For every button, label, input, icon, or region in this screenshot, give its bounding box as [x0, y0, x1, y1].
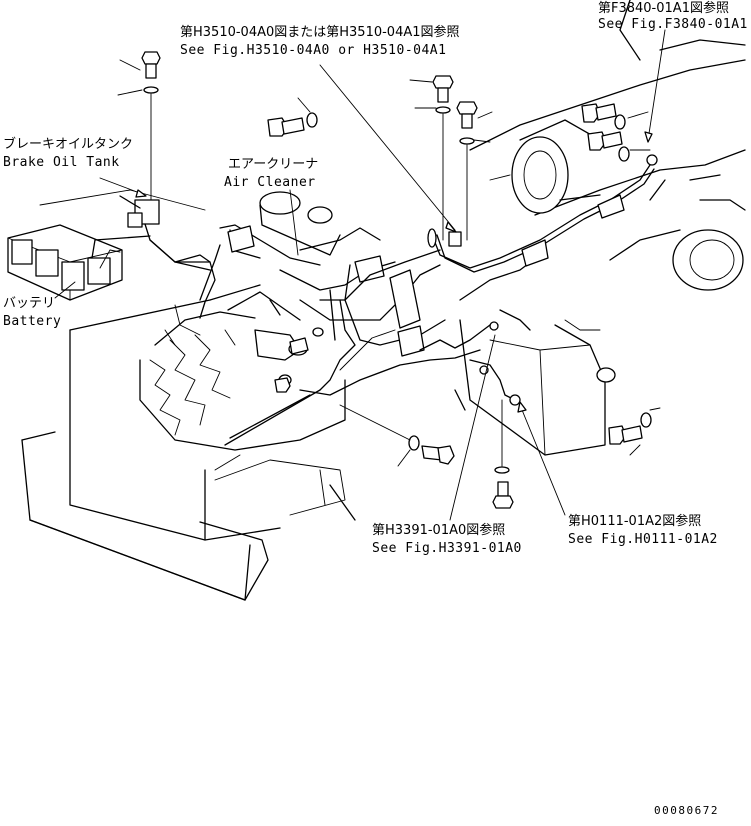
ref-h3510-en: See Fig.H3510-04A0 or H3510-04A1	[180, 43, 447, 58]
frame-structure	[21, 284, 356, 601]
battery-label-jp: バッテリ	[3, 296, 56, 311]
brake-oil-tank-label-jp: ブレーキオイルタンク	[3, 137, 134, 152]
engine	[139, 304, 346, 471]
bolt-upper-left	[117, 51, 161, 201]
bolts-right-upper	[581, 103, 651, 162]
brake-oil-tank	[91, 195, 211, 271]
transmission	[454, 319, 616, 456]
ref-f3840-en: See Fig.F3840-01A1	[598, 17, 748, 32]
center-chassis	[174, 225, 481, 396]
battery-label-en: Battery	[3, 314, 62, 329]
ref-f3840-jp: 第F3840-01A1図参照	[598, 1, 729, 16]
leader-lines	[54, 29, 666, 521]
air-cleaner-label-jp: エアークリーナ	[228, 157, 319, 172]
drawing-serial-number: 00080672	[654, 804, 719, 817]
ref-h3391-en: See Fig.H3391-01A0	[372, 541, 522, 556]
axle-housing	[469, 0, 746, 291]
ref-h0111-en: See Fig.H0111-01A2	[568, 532, 718, 547]
air-cleaner	[219, 191, 441, 321]
battery	[7, 189, 206, 301]
bolts-center	[267, 75, 493, 241]
ref-h3391-jp: 第H3391-01A0図参照	[372, 523, 506, 538]
brake-pipes	[149, 154, 658, 406]
ref-h3510-jp: 第H3510-04A0図または第H3510-04A1図参照	[180, 25, 460, 40]
brake-oil-tank-label-en: Brake Oil Tank	[3, 155, 120, 170]
ref-h0111-jp: 第H0111-01A2図参照	[568, 514, 702, 529]
air-cleaner-label-en: Air Cleaner	[224, 175, 316, 190]
bolts-lower	[274, 337, 661, 509]
